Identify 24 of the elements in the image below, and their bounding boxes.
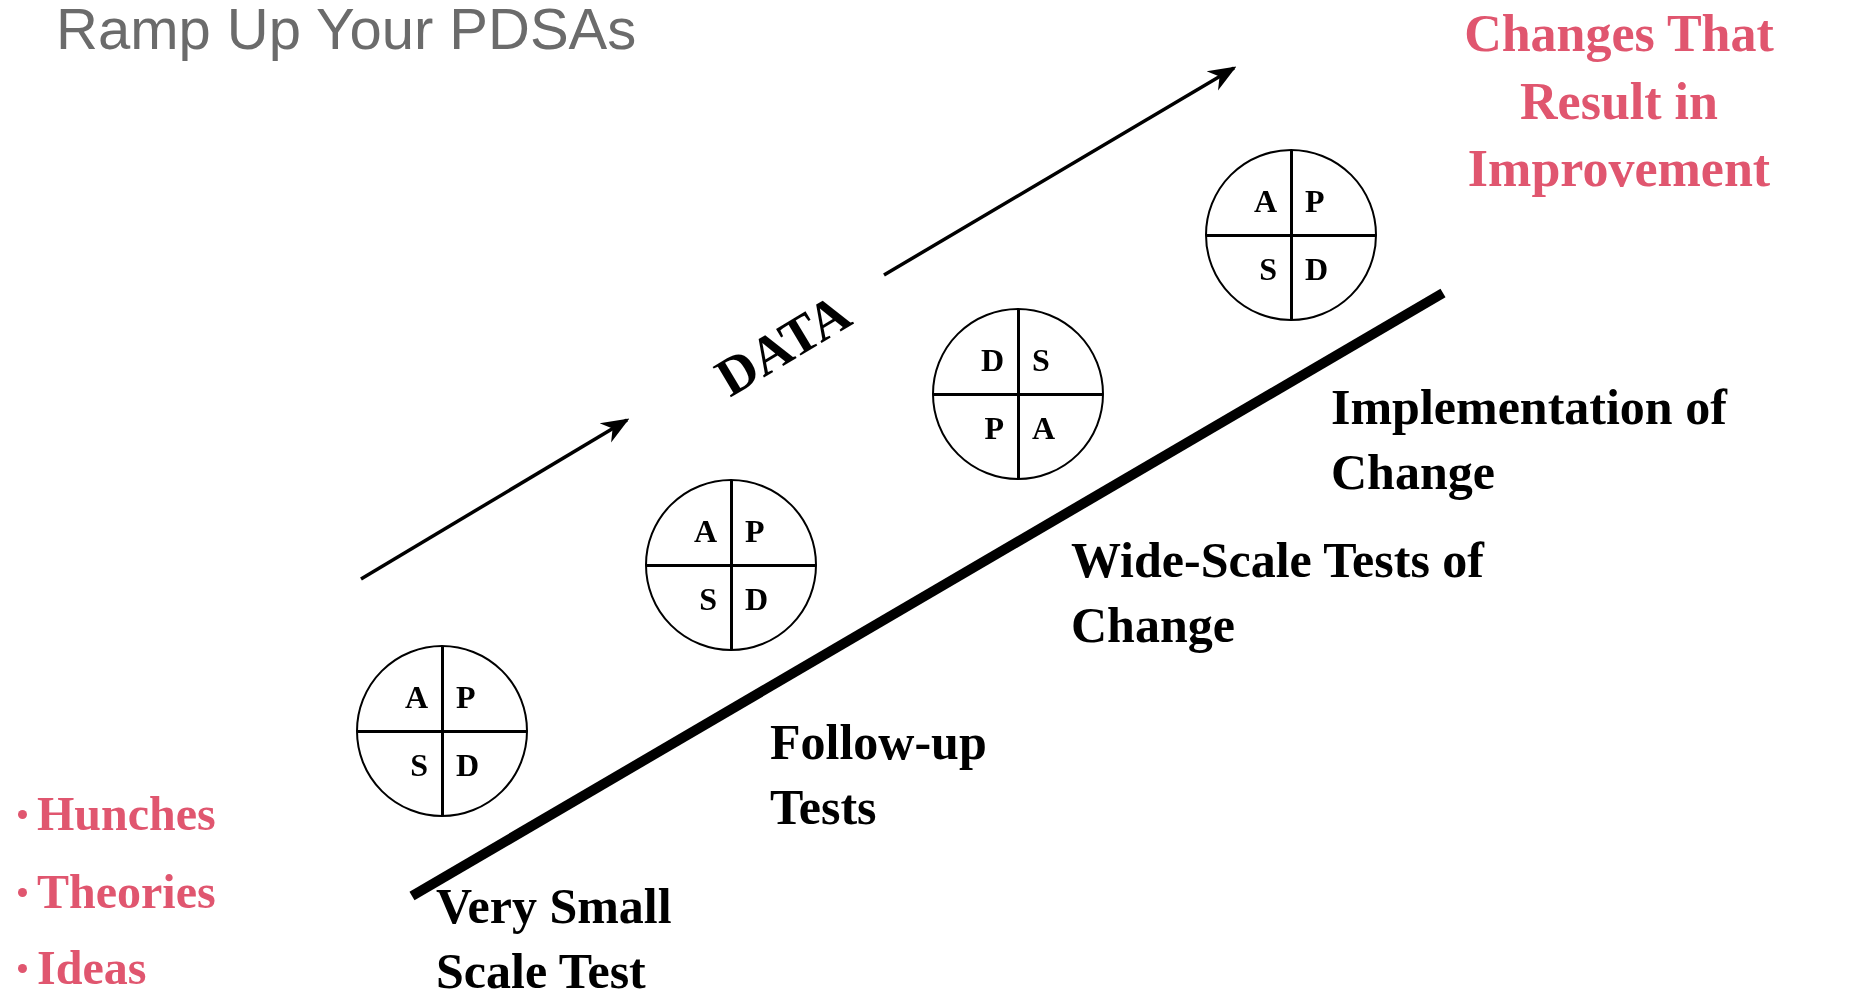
quadrant-letter: A [403, 681, 429, 713]
quadrant-letter: S [1258, 253, 1278, 285]
quadrant-letter: D [455, 749, 481, 781]
quadrant-letter: A [692, 515, 718, 547]
quadrant-letter: D [744, 583, 770, 615]
quadrant-letter: S [1031, 344, 1051, 376]
quadrant-letter: P [1304, 185, 1326, 217]
quadrant-letter: P [744, 515, 766, 547]
quadrant-letter: P [455, 681, 477, 713]
stage-label: Follow-up Tests [770, 713, 988, 837]
quadrant-letter: A [1252, 185, 1278, 217]
quadrant-letter: P [983, 412, 1005, 444]
quadrant-letter: D [1304, 253, 1330, 285]
quadrant-letter: S [698, 583, 718, 615]
outcome-text: Changes That Result in Improvement [1463, 4, 1775, 200]
list-item: Hunches [37, 790, 216, 838]
quadrant-letter: D [979, 344, 1005, 376]
stage-label: Implementation of Change [1331, 378, 1729, 502]
quadrant-letter: A [1031, 412, 1057, 444]
list-item: Ideas [37, 944, 147, 992]
quadrant-letter: S [409, 749, 429, 781]
stage-label: Wide-Scale Tests of Change [1071, 531, 1486, 655]
list-item: Theories [37, 868, 216, 916]
stage-label: Very Small Scale Test [436, 877, 673, 1001]
